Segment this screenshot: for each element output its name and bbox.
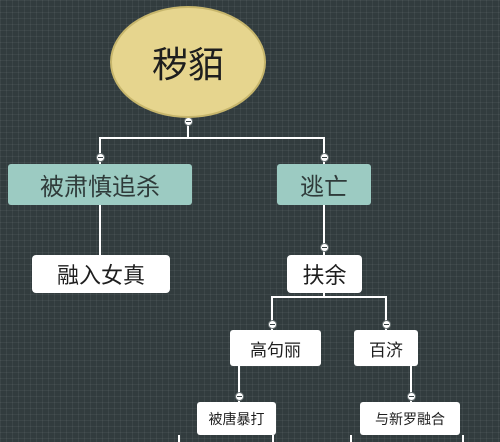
connector-root-bar	[100, 137, 325, 139]
leaf-label: 与新罗融合	[375, 411, 445, 428]
child-label: 扶余	[302, 264, 347, 289]
connector-branch2-child	[323, 205, 325, 255]
subnode[interactable]: 百济	[354, 330, 418, 366]
collapse-toggle-root[interactable]	[184, 117, 193, 126]
collapse-toggle-branch-1[interactable]	[96, 153, 105, 162]
connector-leaf-3	[350, 435, 352, 442]
root-label: 秽貊	[151, 45, 224, 86]
connector-to-branch-2	[323, 137, 325, 165]
child-label: 融入女真	[56, 264, 145, 289]
branch-node-2[interactable]: 逃亡	[277, 164, 371, 205]
connector-leaf-2	[272, 435, 274, 442]
branch-label: 被肃慎追杀	[40, 173, 160, 201]
leaf-node[interactable]: 与新罗融合	[360, 402, 460, 435]
connector-baekje-child	[410, 366, 412, 402]
root-node[interactable]: 秽貊	[110, 6, 266, 118]
collapse-toggle-branch-2-child[interactable]	[320, 243, 329, 252]
subnode-label: 百济	[369, 340, 403, 361]
connector-goguryeo-child	[238, 366, 240, 402]
connector-fuyu-stem	[323, 293, 325, 297]
connector-to-goguryeo	[271, 296, 273, 330]
leaf-label: 被唐暴打	[208, 411, 265, 428]
subnode-label: 高句丽	[250, 340, 301, 361]
branch-label: 逃亡	[300, 173, 348, 201]
connector-to-baekje	[385, 296, 387, 330]
connector-branch1-child	[99, 205, 101, 255]
collapse-toggle-goguryeo[interactable]	[268, 320, 277, 329]
collapse-toggle-goguryeo-child[interactable]	[235, 392, 244, 401]
subnode[interactable]: 高句丽	[230, 330, 321, 366]
child-node[interactable]: 融入女真	[32, 255, 170, 293]
collapse-toggle-baekje-child[interactable]	[407, 392, 416, 401]
branch-node-1[interactable]: 被肃慎追杀	[8, 164, 192, 205]
connector-to-branch-1	[99, 137, 101, 165]
collapse-toggle-baekje[interactable]	[382, 320, 391, 329]
leaf-node[interactable]: 被唐暴打	[197, 402, 276, 435]
connector-root-stem	[187, 118, 189, 138]
child-node[interactable]: 扶余	[287, 255, 362, 293]
connector-leaf-4	[462, 435, 464, 442]
collapse-toggle-branch-2[interactable]	[320, 153, 329, 162]
connector-fuyu-bar	[272, 296, 386, 298]
connector-leaf-1	[178, 435, 180, 442]
